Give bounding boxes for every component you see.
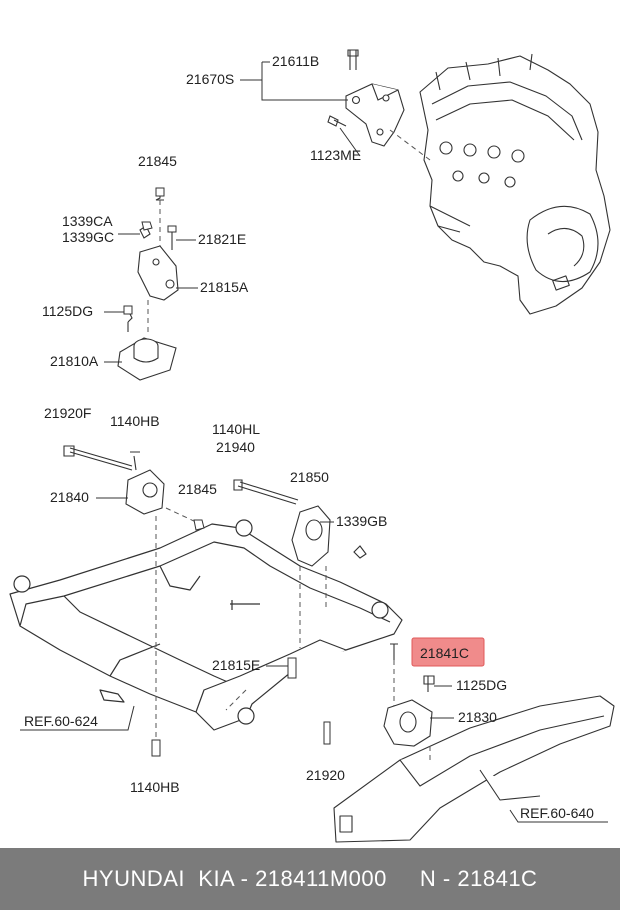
mount-21830-illustration xyxy=(383,643,435,747)
nut-1339CA xyxy=(141,221,153,231)
ref-right-prefix: REF. xyxy=(520,805,550,821)
label-21920: 21920 xyxy=(306,767,345,783)
bolt-1125DG xyxy=(123,305,133,315)
label-1339CA: 1339CA xyxy=(62,213,113,229)
label-21845-mid: 21845 xyxy=(178,481,217,497)
nut-21845-mid xyxy=(193,519,205,531)
label-21830: 21830 xyxy=(458,709,497,725)
mount-21840-illustration xyxy=(63,445,165,515)
label-1125DG-left: 1125DG xyxy=(42,303,93,319)
engine-block-illustration xyxy=(419,53,611,315)
bolt-21920 xyxy=(323,721,331,745)
subframe-illustration xyxy=(9,519,403,731)
label-21815A: 21815A xyxy=(200,279,249,295)
parts-diagram: 21611B 21670S 1123ME 21845 1339CA 1339GC… xyxy=(9,49,615,843)
ref-right-number: 60-640 xyxy=(550,805,594,821)
part-number-footer: HYUNDAI KIA - 218411M000 N - 21841C xyxy=(0,848,620,910)
highlight-box-21841C xyxy=(411,637,485,667)
label-21670S: 21670S xyxy=(186,71,234,87)
label-1125DG-right: 1125DG xyxy=(456,677,507,693)
bracket-21670S-illustration xyxy=(327,49,405,147)
ref-label-right: REF.60-640 xyxy=(520,805,594,821)
dashed-leader-lines xyxy=(147,129,431,760)
bolt-21815E xyxy=(287,657,297,679)
solid-leader-lines xyxy=(20,61,608,823)
label-1339GB: 1339GB xyxy=(336,513,387,529)
label-21845-top: 21845 xyxy=(138,153,177,169)
label-1140HL: 1140HL xyxy=(212,421,260,437)
label-21611B: 21611B xyxy=(272,53,319,69)
label-21815E: 21815E xyxy=(212,657,260,673)
fasteners xyxy=(123,187,331,757)
ref-left-prefix: REF. xyxy=(24,713,54,729)
label-21850: 21850 xyxy=(290,469,329,485)
footer-part-number-text: HYUNDAI KIA - 218411M000 N - 21841C xyxy=(82,866,538,891)
bolt-21821E xyxy=(167,225,177,233)
label-21841C: 21841C xyxy=(420,645,469,661)
label-21810A: 21810A xyxy=(50,353,99,369)
bolt-21845-top xyxy=(155,187,165,197)
label-1123ME: 1123ME xyxy=(310,147,361,163)
label-21840: 21840 xyxy=(50,489,89,505)
label-1140HB-bottom: 1140HB xyxy=(130,779,180,795)
bolt-1140HB-bottom xyxy=(151,739,161,757)
mount-21850-illustration xyxy=(233,479,367,567)
label-1140HB-top: 1140HB xyxy=(110,413,160,429)
mount-21810A-illustration xyxy=(117,337,177,381)
chassis-rail-illustration xyxy=(333,695,615,843)
mount-21815A-illustration xyxy=(127,190,179,332)
label-21920F: 21920F xyxy=(44,405,91,421)
ref-left-number: 60-624 xyxy=(54,713,98,729)
label-21940: 21940 xyxy=(216,439,255,455)
ref-label-left: REF.60-624 xyxy=(24,713,98,729)
label-1339GC: 1339GC xyxy=(62,229,114,245)
label-21821E: 21821E xyxy=(198,231,246,247)
